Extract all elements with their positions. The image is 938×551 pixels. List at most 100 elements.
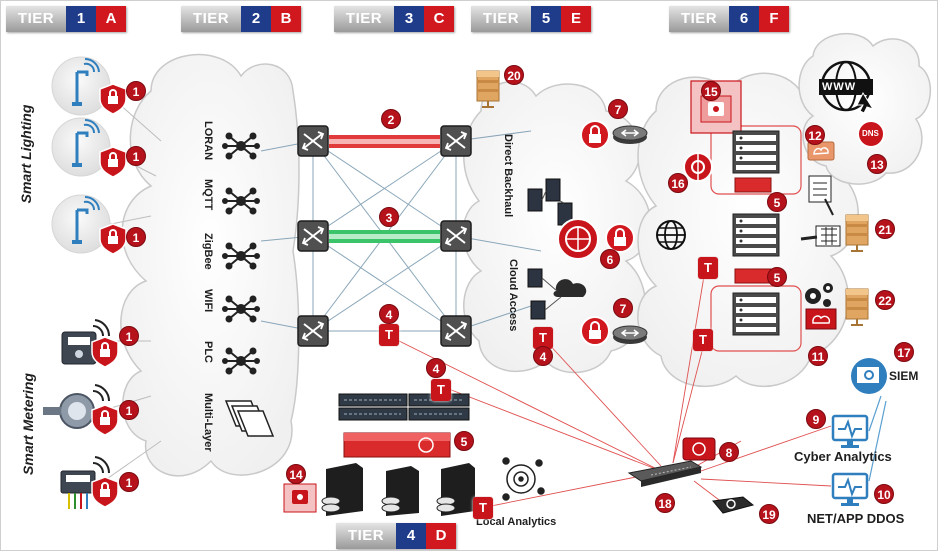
badge-20: 20 bbox=[504, 65, 524, 85]
mesh-network-icon bbox=[221, 241, 261, 271]
badge-10: 10 bbox=[874, 484, 894, 504]
tap-marker: T bbox=[533, 327, 553, 349]
gas-meter-icon bbox=[43, 384, 111, 429]
badge-2: 2 bbox=[381, 109, 401, 129]
www-globe-icon bbox=[819, 60, 875, 114]
tier-letter: E bbox=[561, 6, 591, 32]
tap-marker: T bbox=[379, 324, 399, 346]
server-rack-icon bbox=[732, 213, 780, 257]
tier-word: TIER bbox=[181, 6, 241, 32]
server-rack-icon bbox=[732, 292, 780, 336]
streetlight-icon bbox=[50, 55, 112, 117]
dns-label: DNS bbox=[862, 129, 879, 138]
badge-1: 1 bbox=[126, 146, 146, 166]
badge-5: 5 bbox=[767, 192, 787, 212]
tier-letter: A bbox=[96, 6, 126, 32]
net-app-ddos-label: NET/APP DDOS bbox=[807, 511, 905, 526]
badge-1: 1 bbox=[126, 227, 146, 247]
security-shield-icon bbox=[91, 404, 119, 436]
badge-19: 19 bbox=[759, 504, 779, 524]
tier-5e-label: TIER 5 E bbox=[471, 6, 591, 32]
tier-letter: B bbox=[271, 6, 301, 32]
badge-21: 21 bbox=[875, 219, 895, 239]
security-shield-icon bbox=[99, 223, 127, 255]
grid-hand-icon bbox=[800, 225, 841, 247]
tier-number: 5 bbox=[531, 6, 561, 32]
tier-letter: F bbox=[759, 6, 789, 32]
network-switch-icon bbox=[297, 315, 329, 347]
local-analytics-icon bbox=[502, 457, 545, 501]
security-appliance-8 bbox=[682, 437, 716, 461]
tier-letter: D bbox=[426, 523, 456, 549]
badge-15: 15 bbox=[701, 81, 721, 101]
database-icon bbox=[845, 288, 869, 326]
security-shield-icon bbox=[91, 476, 119, 508]
tier-word: TIER bbox=[6, 6, 66, 32]
tier-letter: C bbox=[424, 6, 454, 32]
badge-14: 14 bbox=[286, 464, 306, 484]
security-shield-icon bbox=[99, 83, 127, 115]
network-switch-icon bbox=[297, 220, 329, 252]
database-icon bbox=[476, 70, 500, 108]
electric-meter-icon bbox=[60, 456, 111, 509]
cloud-firewall-icon bbox=[557, 218, 599, 260]
tier-word: TIER bbox=[669, 6, 729, 32]
protocol-multilayer-label: Multi-Layer bbox=[202, 393, 214, 452]
local-servers bbox=[321, 463, 475, 516]
tier-word: TIER bbox=[336, 523, 396, 549]
protocol-wifi-label: WIFI bbox=[202, 289, 214, 313]
mesh-network-icon bbox=[221, 186, 261, 216]
tier-2b-label: TIER 2 B bbox=[181, 6, 301, 32]
badge-5: 5 bbox=[767, 267, 787, 287]
badge-7: 7 bbox=[613, 298, 633, 318]
router-icon bbox=[612, 325, 648, 345]
badge-1: 1 bbox=[126, 81, 146, 101]
tap-marker: T bbox=[473, 497, 493, 519]
siem-label: SIEM bbox=[889, 369, 919, 383]
ddos-monitor-icon bbox=[831, 472, 869, 508]
www-label: WWW bbox=[822, 81, 857, 93]
direct-backhaul-gear bbox=[527, 178, 573, 226]
cyber-analytics-label: Cyber Analytics bbox=[794, 449, 892, 464]
badge-17: 17 bbox=[894, 342, 914, 362]
tier-number: 1 bbox=[66, 6, 96, 32]
tier-number: 4 bbox=[396, 523, 426, 549]
lock-icon bbox=[580, 120, 610, 150]
green-trunk-link bbox=[329, 230, 440, 243]
lock-icon bbox=[580, 316, 610, 346]
analysis-appliance-19 bbox=[712, 496, 755, 514]
network-switch-icon bbox=[440, 125, 472, 157]
local-switch-stack bbox=[338, 393, 470, 421]
badge-1: 1 bbox=[119, 472, 139, 492]
siem-icon bbox=[851, 358, 887, 394]
red-trunk-link bbox=[329, 135, 440, 148]
tap-marker: T bbox=[693, 329, 713, 351]
document-list-icon bbox=[808, 175, 834, 216]
mesh-network-icon bbox=[221, 131, 261, 161]
tap-monitor-links bbox=[388, 263, 832, 510]
network-switch-icon bbox=[440, 220, 472, 252]
tier-4d-label: TIER 4 D bbox=[336, 523, 456, 549]
badge-4: 4 bbox=[426, 358, 446, 378]
local-firewall-appliance bbox=[343, 432, 451, 458]
tier-3c-label: TIER 3 C bbox=[334, 6, 454, 32]
direct-backhaul-label: Direct Backhaul bbox=[502, 134, 514, 218]
router-icon bbox=[612, 125, 648, 145]
network-packet-broker bbox=[627, 460, 703, 487]
badge-9: 9 bbox=[806, 409, 826, 429]
malware-scan-icon bbox=[683, 152, 713, 182]
badge-11: 11 bbox=[808, 346, 828, 366]
protocol-plc-label: PLC bbox=[202, 341, 214, 363]
protocol-loran-label: LORAN bbox=[202, 121, 214, 161]
database-icon bbox=[845, 214, 869, 252]
security-shield-icon bbox=[99, 146, 127, 178]
badge-3: 3 bbox=[379, 207, 399, 227]
cloud-backhaul-network bbox=[462, 81, 652, 374]
security-appliance-14 bbox=[283, 483, 317, 513]
network-switch-icon bbox=[297, 125, 329, 157]
mesh-network-icon bbox=[221, 346, 261, 376]
tap-marker: T bbox=[698, 257, 718, 279]
badge-22: 22 bbox=[875, 290, 895, 310]
